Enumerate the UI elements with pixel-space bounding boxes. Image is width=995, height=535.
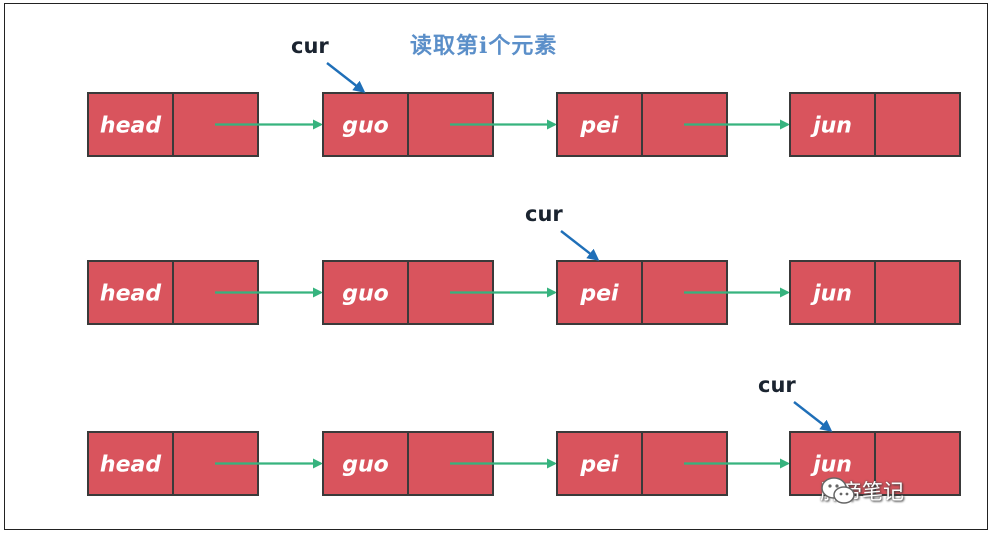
node-label: head	[100, 453, 161, 478]
wechat-icon	[821, 477, 855, 504]
cursor-label: cur	[291, 34, 329, 58]
watermark: 肝帝笔记	[820, 476, 904, 506]
list-row: head guo pei jun cur	[87, 202, 961, 325]
cursor-label: cur	[758, 373, 796, 397]
node-data-cell	[322, 260, 409, 325]
list-node: jun	[789, 431, 961, 496]
node-data-cell	[556, 92, 643, 157]
node-data-cell	[322, 431, 409, 496]
list-row: head guo pei jun cur	[87, 373, 961, 496]
node-next-cell	[874, 431, 961, 496]
cursor-arrow	[326, 62, 366, 93]
node-data-cell	[556, 260, 643, 325]
node-next-cell	[874, 92, 961, 157]
node-data-cell	[87, 92, 174, 157]
node-label: jun	[810, 114, 852, 139]
diagram-title: 读取第i个元素	[410, 33, 558, 59]
node-label: pei	[579, 282, 619, 307]
list-node: jun	[789, 260, 961, 325]
node-label: jun	[810, 453, 852, 478]
node-label: jun	[810, 282, 852, 307]
node-label: guo	[342, 282, 389, 307]
cursor-arrow	[560, 230, 600, 261]
node-data-cell	[87, 431, 174, 496]
node-data-cell	[556, 431, 643, 496]
node-label: guo	[342, 453, 389, 478]
node-label: head	[100, 282, 161, 307]
diagram-frame	[4, 3, 988, 530]
node-label: pei	[579, 114, 619, 139]
node-label: guo	[342, 114, 389, 139]
list-node: guo	[322, 260, 494, 325]
node-label: pei	[579, 453, 619, 478]
node-next-cell	[874, 260, 961, 325]
node-data-cell	[322, 92, 409, 157]
cursor-label: cur	[525, 202, 563, 226]
cursor-arrow	[793, 401, 833, 432]
list-node: jun	[789, 92, 961, 157]
node-data-cell	[789, 260, 876, 325]
node-label: head	[100, 114, 161, 139]
node-data-cell	[87, 260, 174, 325]
list-row: head guo pei jun cur	[87, 34, 961, 157]
